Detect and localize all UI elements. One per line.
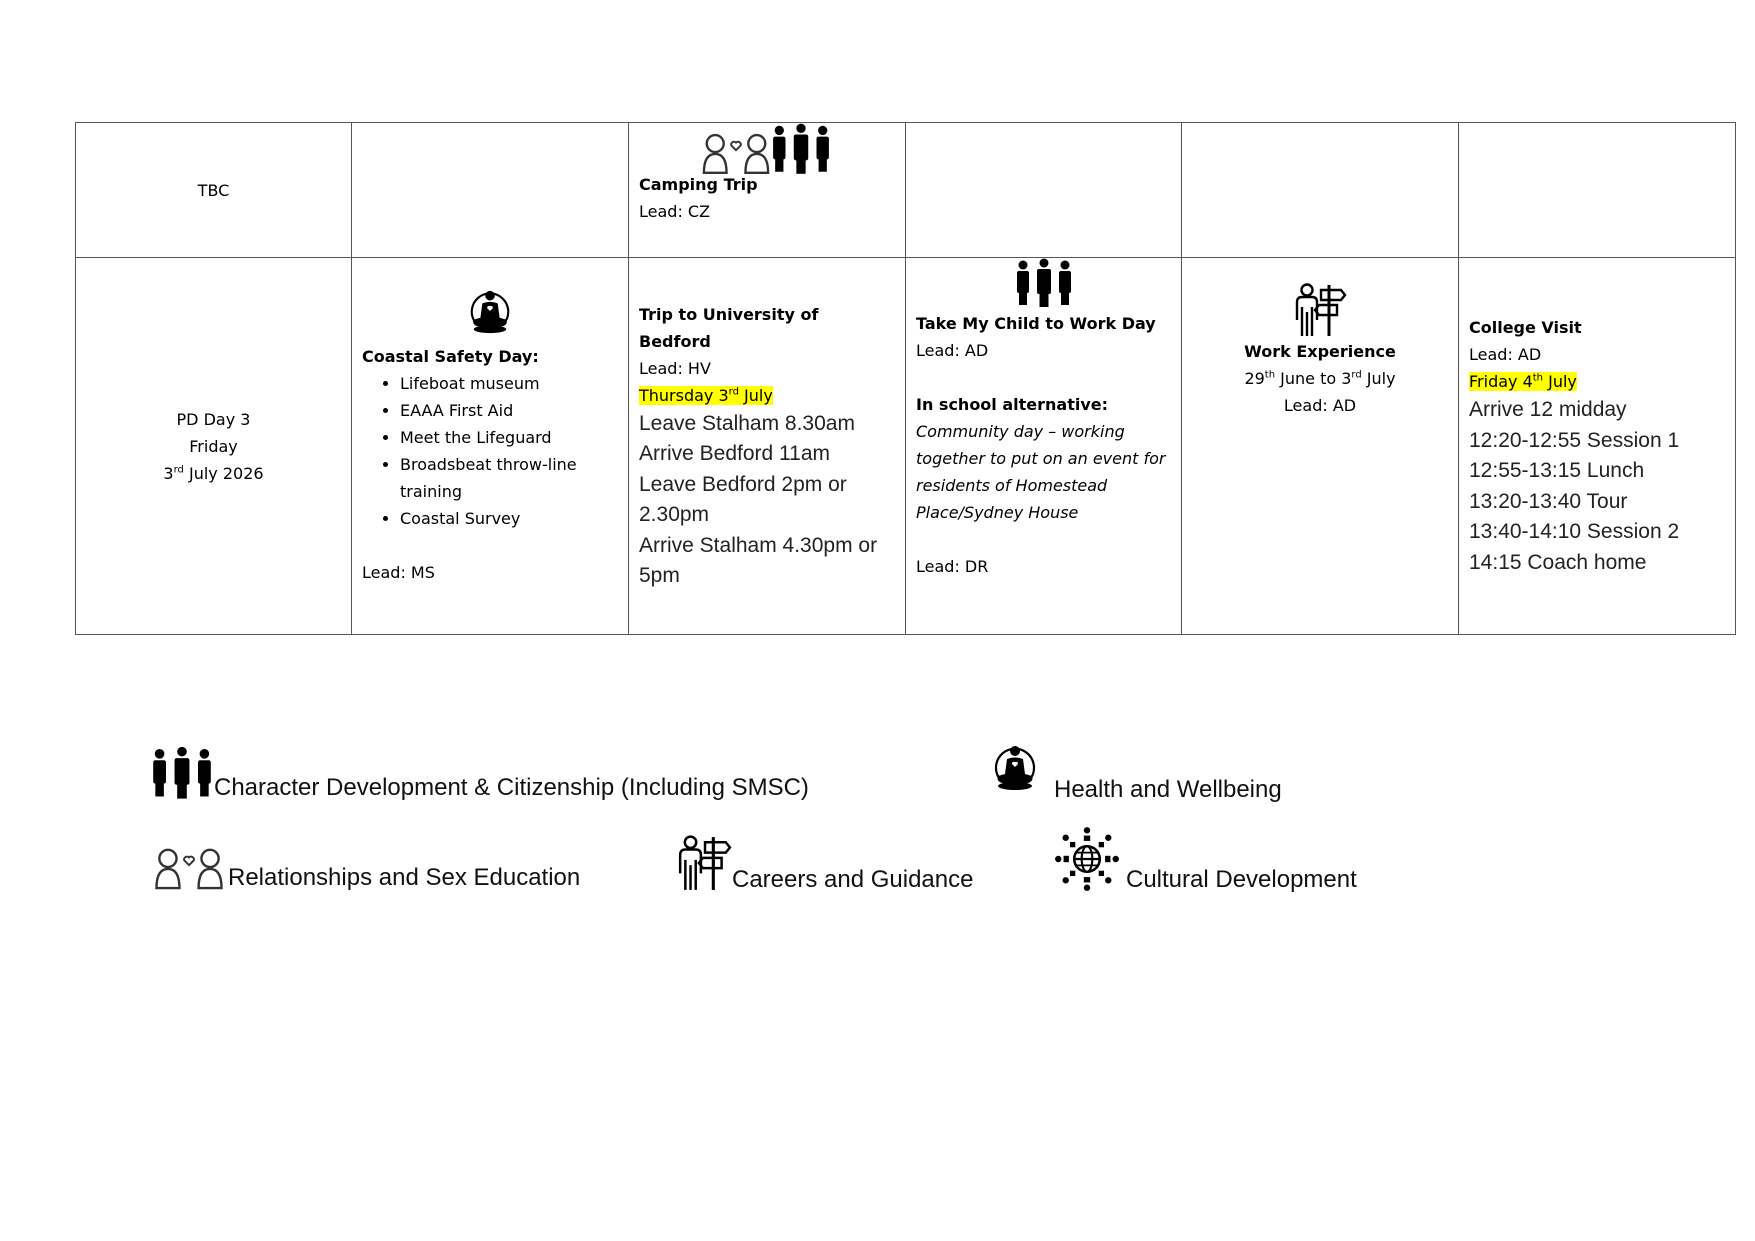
legend-careers: Careers and Guidance — [676, 834, 973, 892]
empty-cell — [905, 122, 1182, 258]
enrichment-schedule-table: TBC Camping Trip Lead: CZ PD Day 3 Frida… — [75, 122, 1736, 635]
legend-relationships: Relationships and Sex Education — [150, 846, 580, 890]
legend-label: Character Development & Citizenship (Inc… — [214, 774, 809, 801]
event-lead: Lead: AD — [916, 341, 989, 360]
take-child-to-work-cell: Take My Child to Work Day Lead: AD In sc… — [905, 257, 1182, 635]
college-visit-cell: College Visit Lead: AD Friday 4th July A… — [1458, 257, 1736, 635]
list-item: EAAA First Aid — [400, 397, 618, 424]
legend-label: Relationships and Sex Education — [228, 864, 581, 891]
legend-health: Health and Wellbeing — [990, 742, 1282, 802]
legend-label: Health and Wellbeing — [1054, 776, 1282, 803]
legend-cultural: Cultural Development — [1054, 826, 1357, 892]
character-development-icon — [770, 123, 832, 175]
schedule-line: Arrive Stalham 4.30pm or 5pm — [639, 533, 878, 588]
relationships-icon — [702, 131, 770, 175]
schedule-line: 12:20-12:55 Session 1 — [1469, 428, 1680, 452]
weekday-label: Friday — [189, 436, 238, 456]
legend-label: Careers and Guidance — [732, 866, 974, 893]
legend-label: Cultural Development — [1126, 866, 1357, 893]
schedule-line: Leave Stalham 8.30am — [639, 411, 855, 435]
event-title: Take My Child to Work Day — [916, 314, 1156, 333]
event-date: Thursday 3rd July — [639, 385, 773, 405]
list-item: Meet the Lifeguard — [400, 424, 618, 451]
careers-guidance-icon — [676, 834, 732, 892]
work-experience-cell: Work Experience 29th June to 3rd July Le… — [1181, 257, 1459, 635]
event-lead: Lead: AD — [1469, 345, 1542, 364]
row1-date-cell: TBC — [75, 122, 352, 258]
event-title: Work Experience — [1244, 342, 1396, 361]
legend-character: Character Development & Citizenship (Inc… — [150, 746, 809, 800]
event-title: Camping Trip — [639, 175, 758, 194]
list-item: Lifeboat museum — [400, 370, 618, 397]
health-wellbeing-icon — [466, 287, 514, 335]
careers-guidance-icon — [1293, 282, 1347, 338]
table-row: TBC Camping Trip Lead: CZ — [75, 122, 1736, 258]
schedule-line: Arrive 12 midday — [1469, 398, 1627, 421]
empty-cell — [351, 122, 629, 258]
coastal-safety-cell: Coastal Safety Day: Lifeboat museum EAAA… — [351, 257, 629, 635]
schedule-line: 12:55-13:15 Lunch — [1469, 459, 1645, 482]
character-development-icon — [150, 746, 214, 800]
event-title: Coastal Safety Day: — [362, 346, 539, 366]
character-development-icon — [1012, 258, 1076, 308]
health-wellbeing-icon — [990, 742, 1040, 792]
schedule-line: 13:20-13:40 Tour — [1469, 489, 1628, 513]
schedule-line: Arrive Bedford 11am — [639, 442, 831, 465]
empty-cell — [1458, 122, 1736, 258]
schedule-line: Leave Bedford 2pm or 2.30pm — [639, 472, 847, 527]
cultural-development-icon — [1054, 826, 1120, 892]
event-date-range: 29th June to 3rd July — [1244, 369, 1396, 388]
list-item: Broadsbeat throw-line training — [400, 451, 618, 505]
event-title: College Visit — [1469, 318, 1582, 337]
event-lead: Lead: MS — [362, 562, 435, 582]
camping-trip-cell: Camping Trip Lead: CZ — [628, 122, 906, 258]
row2-date-cell: PD Day 3 Friday 3rd July 2026 — [75, 257, 352, 635]
table-row: PD Day 3 Friday 3rd July 2026 Coastal Sa… — [75, 257, 1736, 635]
schedule-line: 14:15 Coach home — [1469, 550, 1647, 574]
pd-day-label: PD Day 3 — [176, 409, 251, 429]
alternative-text: Community day – working together to put … — [916, 422, 1166, 522]
event-lead: Lead: HV — [639, 358, 711, 378]
schedule-line: 13:40-14:10 Session 2 — [1469, 520, 1680, 543]
event-date: Friday 4th July — [1469, 372, 1577, 391]
activity-list: Lifeboat museum EAAA First Aid Meet the … — [362, 370, 618, 532]
date-label: 3rd July 2026 — [163, 463, 264, 483]
date-label: TBC — [197, 180, 230, 200]
bedford-trip-cell: Trip to University of Bedford Lead: HV T… — [628, 257, 906, 635]
empty-cell — [1181, 122, 1459, 258]
event-lead: Lead: CZ — [639, 202, 711, 221]
event-title: Trip to University of Bedford — [639, 304, 819, 351]
relationships-icon — [150, 846, 228, 890]
list-item: Coastal Survey — [400, 505, 618, 532]
event-lead: Lead: AD — [1283, 396, 1357, 415]
alternative-title: In school alternative: — [916, 395, 1109, 414]
alternative-lead: Lead: DR — [916, 557, 989, 576]
